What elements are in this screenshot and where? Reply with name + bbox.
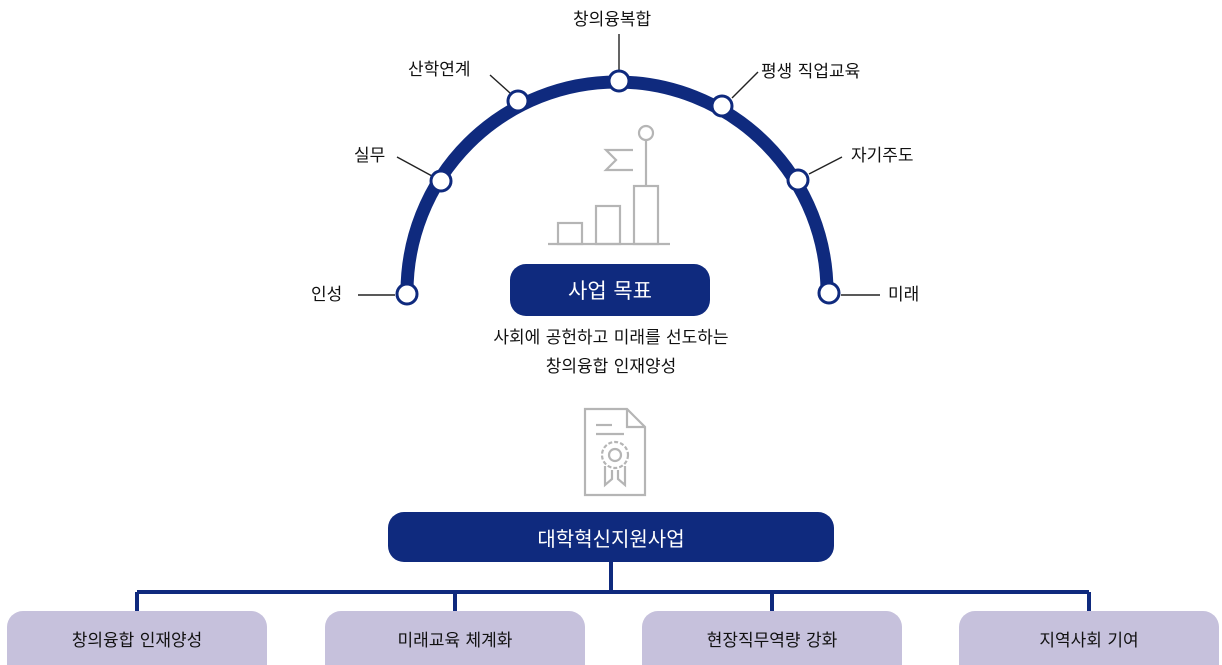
arc-node-right bbox=[817, 281, 841, 305]
outcome-box: 창의융합 인재양성 bbox=[7, 611, 267, 665]
arc-label-right: 미래 bbox=[888, 285, 920, 305]
outcome-connectors bbox=[135, 562, 1091, 611]
arc-label-industry: 산학연계 bbox=[408, 60, 471, 80]
goal-arc bbox=[400, 75, 834, 293]
arc-label-top: 창의융복합 bbox=[573, 10, 652, 30]
arc-label-lifelong: 평생 직업교육 bbox=[761, 62, 861, 82]
arc-node-left bbox=[395, 282, 419, 306]
outcome-box: 미래교육 체계화 bbox=[325, 611, 585, 665]
arc-node-self bbox=[786, 168, 810, 192]
arc-label-left: 인성 bbox=[311, 285, 343, 305]
growth-chart-flag-icon bbox=[548, 124, 670, 246]
arc-node-lifelong bbox=[710, 94, 734, 118]
arc-label-self: 자기주도 bbox=[851, 146, 914, 166]
goal-line-2: 창의융합 인재양성 bbox=[545, 357, 677, 377]
arc-node-industry bbox=[506, 89, 530, 113]
arc-node-practical bbox=[429, 169, 453, 193]
outcome-box: 지역사회 기여 bbox=[959, 611, 1219, 665]
goal-title-badge: 사업 목표 bbox=[510, 264, 710, 316]
goal-line-1: 사회에 공헌하고 미래를 선도하는 bbox=[493, 328, 729, 348]
outcome-box: 현장직무역량 강화 bbox=[642, 611, 902, 665]
arc-node-top bbox=[607, 69, 631, 93]
program-title-badge: 대학혁신지원사업 bbox=[388, 512, 834, 562]
label-connectors bbox=[358, 34, 880, 296]
arc-label-practical: 실무 bbox=[354, 146, 386, 166]
goal-description: 사회에 공헌하고 미래를 선도하는 창의융합 인재양성 bbox=[400, 324, 822, 382]
certificate-icon bbox=[583, 407, 647, 497]
